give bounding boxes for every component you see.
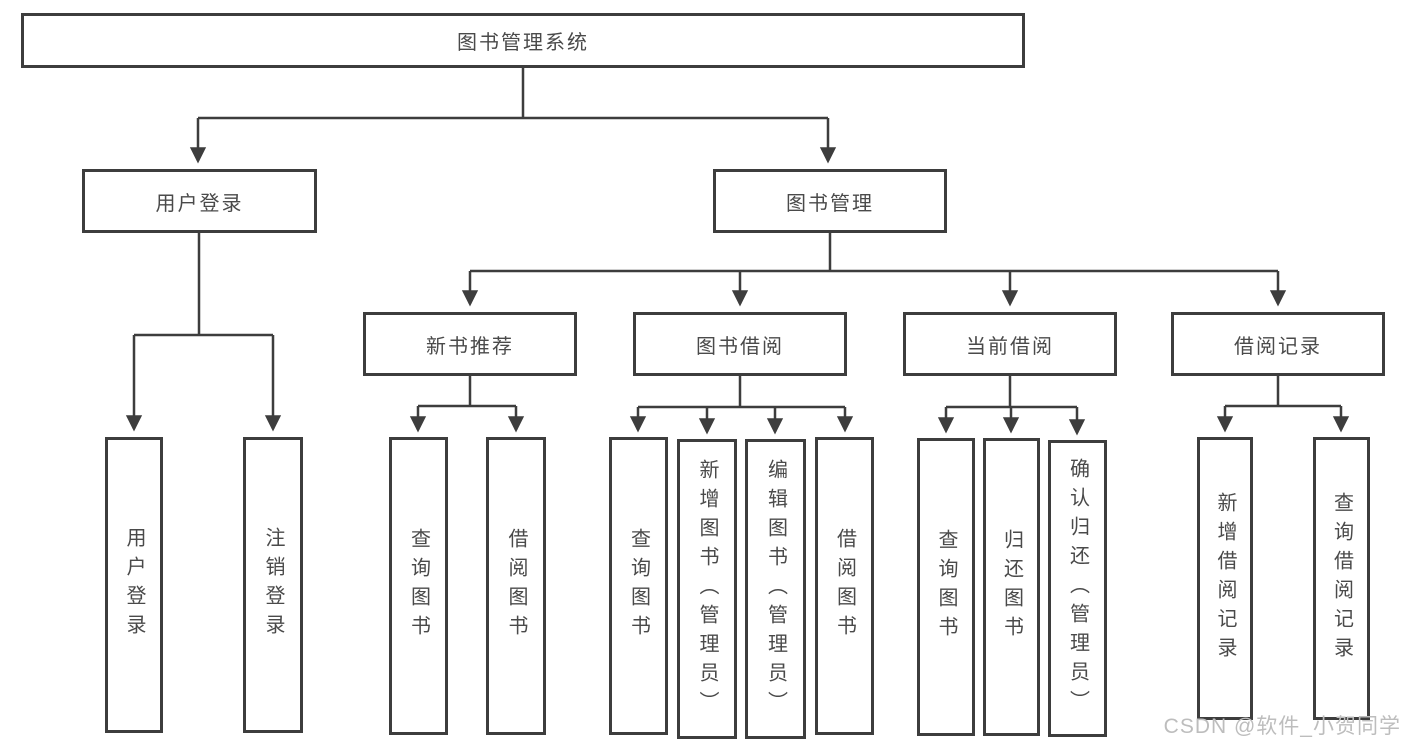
connector-user-login-children [125, 233, 282, 432]
connector-book-management-children [461, 233, 1287, 307]
leaf-confirm-return-admin: 确认归还（管理员） [1048, 440, 1107, 737]
connector-borrowing-records-children [1216, 376, 1350, 433]
leaf-query-books-borrowing: 查询图书 [609, 437, 668, 735]
leaf-query-borrow-record: 查询借阅记录 [1313, 437, 1370, 720]
leaf-add-borrow-record: 新增借阅记录 [1197, 437, 1253, 720]
connector-current-borrowing-children [937, 376, 1086, 436]
node-new-book-recommend: 新书推荐 [363, 312, 577, 376]
node-book-management: 图书管理 [713, 169, 947, 233]
connector-new-book-children [409, 376, 525, 433]
connector-book-borrowing-children [629, 376, 854, 435]
leaf-query-books-current: 查询图书 [917, 438, 975, 736]
node-borrowing-records: 借阅记录 [1171, 312, 1385, 376]
leaf-borrow-books-recommend: 借阅图书 [486, 437, 546, 735]
leaf-return-books: 归还图书 [983, 438, 1040, 736]
leaf-logout-login: 注销登录 [243, 437, 303, 733]
leaf-edit-books-admin: 编辑图书（管理员） [745, 439, 806, 739]
leaf-borrow-books-borrowing: 借阅图书 [815, 437, 874, 735]
node-root: 图书管理系统 [21, 13, 1025, 68]
leaf-add-books-admin: 新增图书（管理员） [677, 439, 737, 739]
node-user-login: 用户登录 [82, 169, 317, 233]
watermark-text: CSDN @软件_小贺同学 [1163, 715, 1401, 738]
node-book-borrowing: 图书借阅 [633, 312, 847, 376]
leaf-user-login: 用户登录 [105, 437, 163, 733]
node-current-borrowing: 当前借阅 [903, 312, 1117, 376]
leaf-query-books-recommend: 查询图书 [389, 437, 448, 735]
connector-root-to-level2 [189, 68, 837, 164]
